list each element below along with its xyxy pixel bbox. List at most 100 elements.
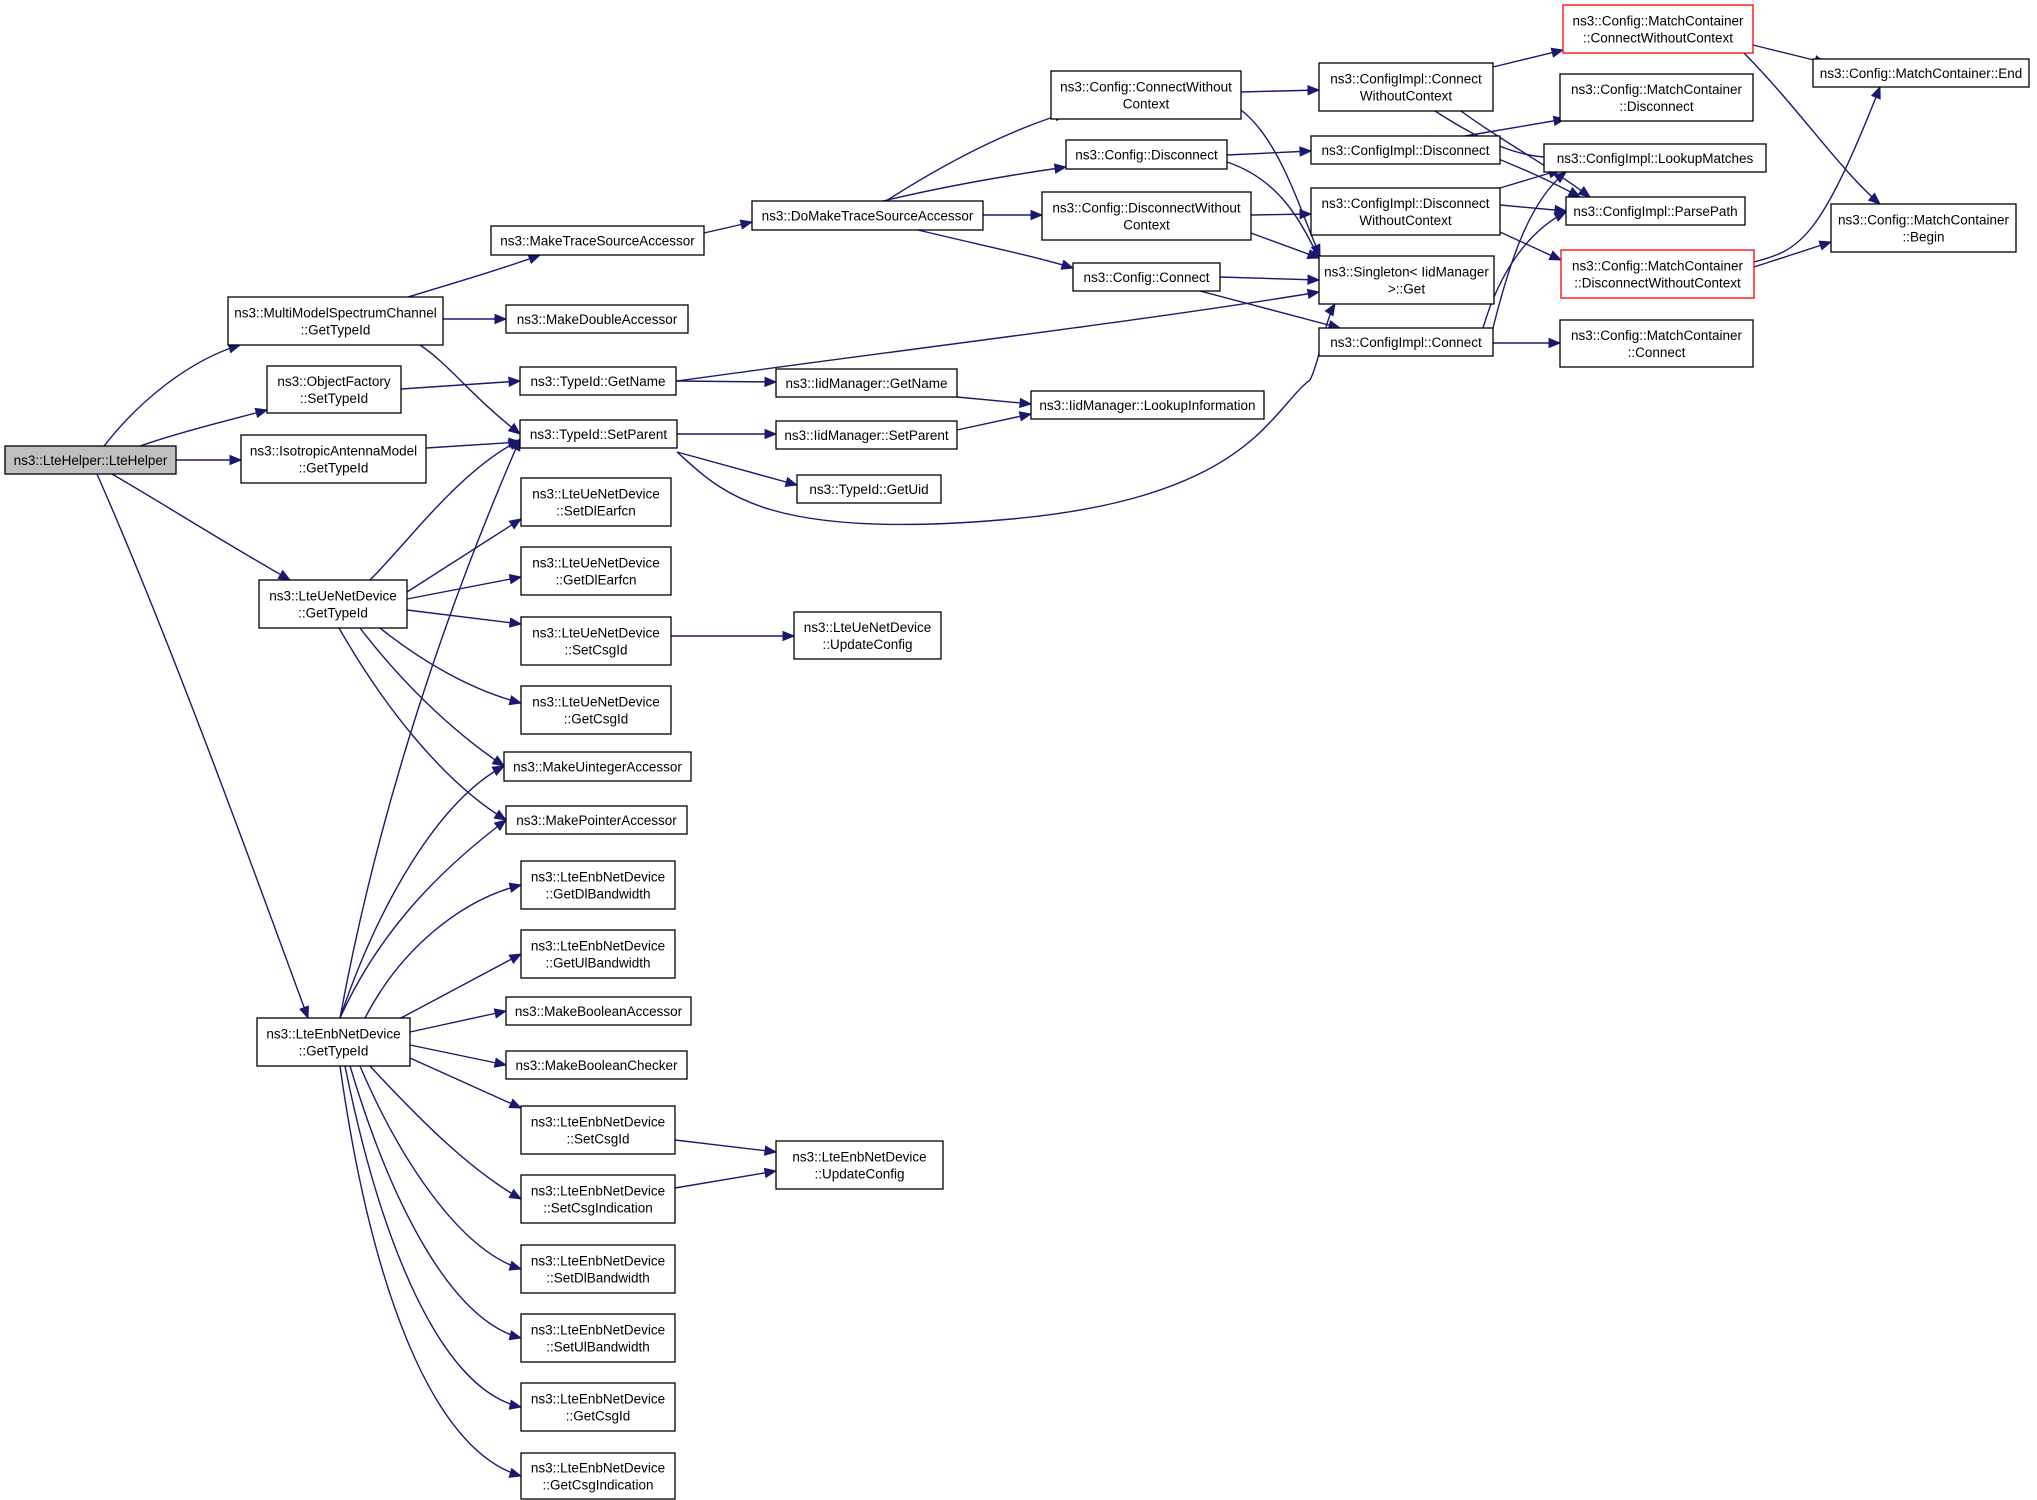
node-cidwc[interactable]: ns3::ConfigImpl::DisconnectWithoutContex… [1310, 187, 1501, 236]
node-mcdwc[interactable]: ns3::Config::MatchContainer::DisconnectW… [1560, 249, 1755, 299]
node-label: ns3::IidManager::LookupInformation [1039, 398, 1255, 413]
call-edge [419, 344, 521, 435]
node-label: ns3::ConfigImpl::LookupMatches [1557, 151, 1754, 166]
node-mcd[interactable]: ns3::Config::MatchContainer::Disconnect [1559, 73, 1754, 122]
call-edge [338, 627, 507, 821]
node-ue-gcsg[interactable]: ns3::LteUeNetDevice::GetCsgId [520, 685, 672, 735]
node-label: ns3::LteEnbNetDevice [531, 1461, 665, 1476]
node-box [520, 1244, 676, 1294]
node-mmsc[interactable]: ns3::MultiModelSpectrumChannel::GetTypeI… [227, 296, 444, 346]
node-enb-gcsg[interactable]: ns3::LteEnbNetDevice::GetCsgId [520, 1382, 676, 1432]
node-box [1310, 135, 1501, 165]
node-enb-uc[interactable]: ns3::LteEnbNetDevice::UpdateConfig [775, 1140, 944, 1190]
node-cilm[interactable]: ns3::ConfigImpl::LookupMatches [1543, 143, 1767, 173]
node-iidli[interactable]: ns3::IidManager::LookupInformation [1030, 390, 1265, 420]
node-dmtsa[interactable]: ns3::DoMakeTraceSourceAccessor [751, 200, 984, 231]
node-label: ::GetUlBandwidth [545, 956, 650, 971]
node-label: ::UpdateConfig [814, 1167, 904, 1182]
node-label: ns3::LteHelper::LteHelper [14, 453, 168, 468]
node-ue-scsg[interactable]: ns3::LteUeNetDevice::SetCsgId [520, 616, 672, 666]
node-label: WithoutContext [1359, 213, 1452, 228]
node-label: ns3::ConfigImpl::Disconnect [1321, 143, 1489, 158]
node-ccwc[interactable]: ns3::Config::ConnectWithoutContext [1050, 70, 1242, 120]
node-enb-sdlb[interactable]: ns3::LteEnbNetDevice::SetDlBandwidth [520, 1244, 676, 1294]
node-label: ::GetTypeId [299, 461, 369, 476]
arrowhead [494, 313, 508, 325]
node-cipp[interactable]: ns3::ConfigImpl::ParsePath [1565, 196, 1746, 226]
call-edge [103, 344, 241, 447]
node-box [520, 1452, 676, 1500]
node-label: ns3::LteEnbNetDevice [531, 1254, 665, 1269]
node-label: ::Disconnect [1619, 99, 1694, 114]
call-edge [339, 438, 521, 1019]
node-box [1565, 196, 1746, 226]
arrowhead [508, 1260, 523, 1271]
node-box [503, 751, 692, 782]
node-mba[interactable]: ns3::MakeBooleanAccessor [505, 996, 692, 1026]
node-root[interactable]: ns3::LteHelper::LteHelper [4, 445, 177, 475]
node-box [1812, 58, 2030, 88]
node-mbc[interactable]: ns3::MakeBooleanChecker [505, 1050, 688, 1080]
node-label: ::GetTypeId [298, 606, 368, 621]
node-enb-gulb[interactable]: ns3::LteEnbNetDevice::GetUlBandwidth [520, 929, 676, 979]
node-label: ns3::TypeId::GetName [530, 374, 665, 389]
call-edge [1226, 150, 1312, 156]
arrowhead [508, 1399, 523, 1410]
node-ue-uc[interactable]: ns3::LteUeNetDevice::UpdateConfig [793, 611, 942, 660]
node-label: ::SetTypeId [300, 391, 368, 406]
node-of[interactable]: ns3::ObjectFactory::SetTypeId [266, 365, 402, 414]
node-mpa[interactable]: ns3::MakePointerAccessor [505, 805, 688, 835]
node-label: ::GetCsgId [564, 712, 629, 727]
node-sing[interactable]: ns3::Singleton< IidManager>::Get [1318, 255, 1495, 305]
arrowhead [1307, 85, 1321, 96]
node-mcb[interactable]: ns3::Config::MatchContainer::Begin [1830, 203, 2017, 253]
node-ue-sdl[interactable]: ns3::LteUeNetDevice::SetDlEarfcn [520, 477, 672, 527]
call-edge [409, 1010, 507, 1033]
node-mce[interactable]: ns3::Config::MatchContainer::End [1812, 58, 2030, 88]
node-mda[interactable]: ns3::MakeDoubleAccessor [505, 304, 689, 334]
call-edge [379, 627, 522, 704]
node-tsp[interactable]: ns3::TypeId::SetParent [519, 419, 678, 449]
node-ue-gdl[interactable]: ns3::LteUeNetDevice::GetDlEarfcn [520, 546, 672, 596]
node-cd[interactable]: ns3::Config::Disconnect [1065, 139, 1228, 170]
arrowhead [1818, 240, 1833, 251]
node-tgu[interactable]: ns3::TypeId::GetUid [796, 474, 942, 504]
node-lenbget[interactable]: ns3::LteEnbNetDevice::GetTypeId [256, 1017, 411, 1067]
node-enb-gdlb[interactable]: ns3::LteEnbNetDevice::GetDlBandwidth [520, 860, 676, 910]
node-mtsa[interactable]: ns3::MakeTraceSourceAccessor [490, 225, 705, 256]
node-label: ns3::MakeUintegerAccessor [513, 760, 682, 775]
node-label: ns3::Singleton< IidManager [1324, 265, 1489, 280]
node-box [519, 366, 677, 396]
call-edge [674, 1170, 777, 1189]
node-iam[interactable]: ns3::IsotropicAntennaModel::GetTypeId [240, 434, 427, 484]
node-enb-scsg[interactable]: ns3::LteEnbNetDevice::SetCsgId [520, 1105, 676, 1155]
node-enb-gcsgi[interactable]: ns3::LteEnbNetDevice::GetCsgIndication [520, 1452, 676, 1500]
call-edge [1460, 110, 1591, 198]
node-label: ns3::MakePointerAccessor [516, 813, 677, 828]
node-iidsp[interactable]: ns3::IidManager::SetParent [775, 420, 958, 450]
node-box [796, 474, 942, 504]
node-cic[interactable]: ns3::ConfigImpl::Connect [1318, 327, 1494, 357]
node-mua[interactable]: ns3::MakeUintegerAccessor [503, 751, 692, 782]
node-enb-scsgi[interactable]: ns3::LteEnbNetDevice::SetCsgIndication [520, 1174, 676, 1224]
node-mcc[interactable]: ns3::Config::MatchContainer::Connect [1559, 319, 1754, 368]
arrowhead [508, 1467, 523, 1478]
node-label: ns3::LteEnbNetDevice [792, 1150, 926, 1165]
node-mcccwc[interactable]: ns3::Config::MatchContainer::ConnectWith… [1562, 4, 1754, 54]
node-ciccwc[interactable]: ns3::ConfigImpl::ConnectWithoutContext [1318, 62, 1494, 112]
node-cid[interactable]: ns3::ConfigImpl::Disconnect [1310, 135, 1501, 165]
call-edge [1240, 109, 1321, 257]
node-cdwc[interactable]: ns3::Config::DisconnectWithoutContext [1041, 191, 1252, 241]
node-tgn[interactable]: ns3::TypeId::GetName [519, 366, 677, 396]
node-box [1050, 70, 1242, 120]
arrowhead [508, 695, 523, 706]
node-label: ns3::MakeDoubleAccessor [517, 312, 678, 327]
node-enb-sulb[interactable]: ns3::LteEnbNetDevice::SetUlBandwidth [520, 1313, 676, 1363]
call-edge [885, 112, 1067, 202]
call-edge [425, 441, 521, 449]
node-cc[interactable]: ns3::Config::Connect [1072, 262, 1221, 292]
node-box [751, 200, 984, 231]
node-iidgn[interactable]: ns3::IidManager::GetName [775, 368, 958, 398]
node-lueget[interactable]: ns3::LteUeNetDevice::GetTypeId [258, 579, 408, 629]
arrowhead [508, 376, 522, 388]
